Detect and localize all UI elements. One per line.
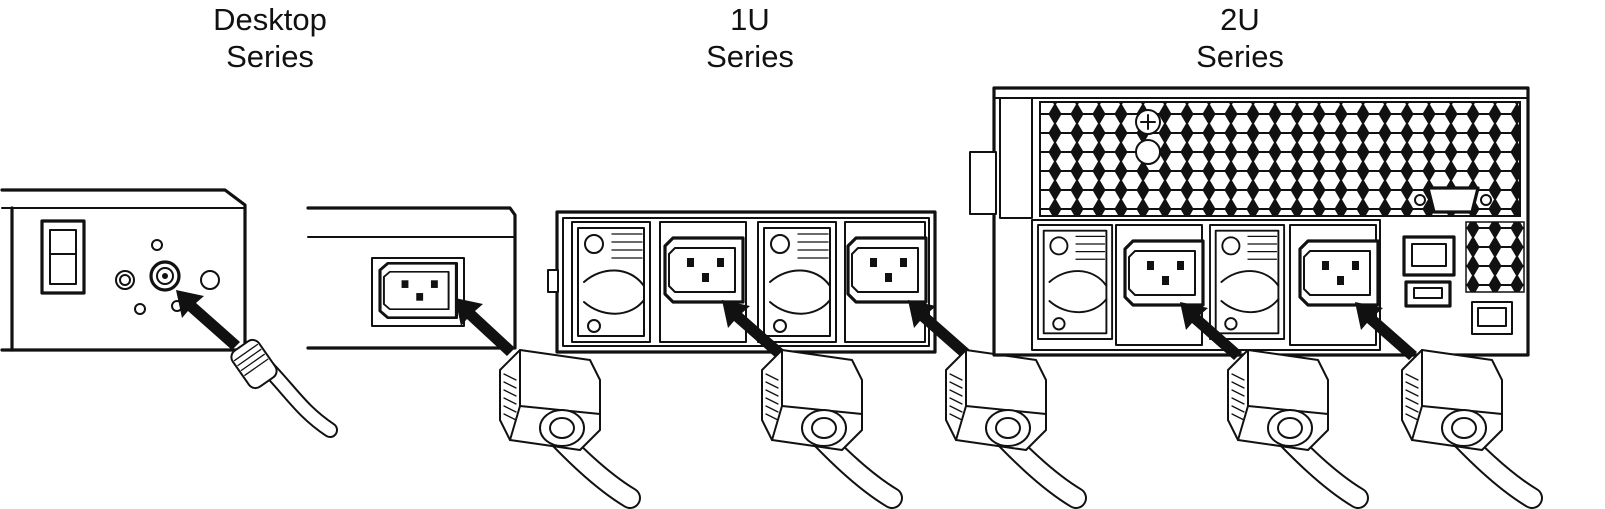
desktop-unit: [0, 188, 338, 438]
rocker-switch-icon: [40, 219, 86, 295]
power-plug-icon: [762, 350, 892, 498]
power-plug-icon: [1228, 350, 1358, 498]
insert-arrow-icon: [455, 298, 515, 356]
1u-unit: [547, 210, 1076, 498]
iec-c14-inlet-icon: [1298, 239, 1380, 307]
power-plug-icon: [500, 350, 630, 498]
insert-arrow-icon: [722, 300, 784, 358]
power-plug-icon: [230, 338, 338, 438]
dc-barrel-jack-icon: [149, 260, 181, 292]
2u-unit: [969, 86, 1532, 498]
insert-arrow-icon: [908, 300, 970, 358]
iec-c14-inlet-icon: [846, 236, 928, 304]
vga-port-icon: [1414, 186, 1492, 214]
desktop-series-label: Desktop Series: [213, 2, 327, 74]
1u-series-label: 1U Series: [706, 2, 794, 74]
ethernet-port-icon: [1402, 235, 1456, 277]
power-plug-icon: [1402, 350, 1532, 498]
insert-arrow-icon: [176, 290, 240, 350]
iec-c14-inlet-icon: [1123, 239, 1205, 307]
2u-series-label: 2U Series: [1196, 2, 1284, 74]
iec-c14-inlet-icon: [663, 236, 745, 304]
insert-arrow-icon: [1180, 302, 1242, 360]
usb-port-icon: [1404, 280, 1452, 308]
insert-arrow-icon: [1355, 302, 1417, 360]
power-plug-icon: [946, 350, 1076, 498]
iec-c14-inlet-icon: [378, 261, 459, 320]
desktop-iec-unit: [306, 206, 630, 498]
